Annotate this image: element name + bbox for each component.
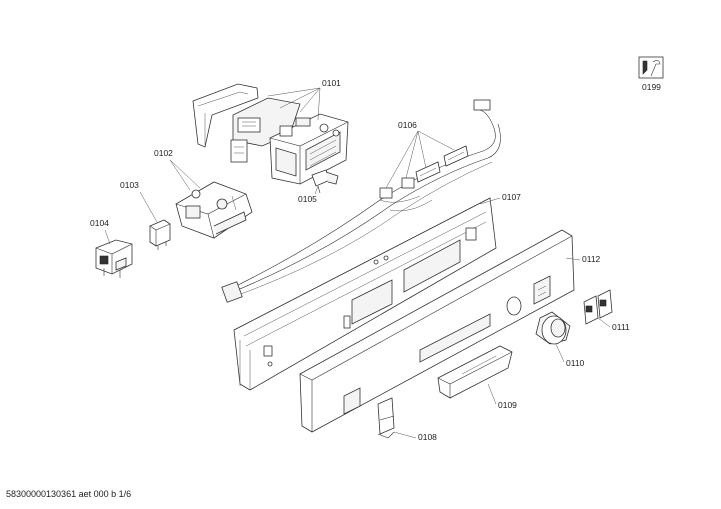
leader-0112 xyxy=(565,257,581,261)
label-0110: 0110 xyxy=(566,358,585,368)
part-0104-switch xyxy=(95,239,133,278)
label-0101: 0101 xyxy=(322,78,341,88)
part-0107-panel-frame xyxy=(233,197,497,391)
label-0106: 0106 xyxy=(398,120,417,130)
part-0110-rotary-knob xyxy=(535,311,571,345)
part-0101-control-module xyxy=(192,83,349,185)
label-0109: 0109 xyxy=(498,400,517,410)
leader-0110 xyxy=(555,343,565,363)
label-0102: 0102 xyxy=(154,148,173,158)
leader-0107 xyxy=(479,197,501,205)
label-0104: 0104 xyxy=(90,218,109,228)
leader-0109 xyxy=(487,383,497,405)
part-0108-latch xyxy=(377,397,395,439)
part-0102-power-module xyxy=(175,181,253,239)
label-0199: 0199 xyxy=(642,82,661,92)
label-0111: 0111 xyxy=(612,322,630,332)
leader-0102 xyxy=(169,159,201,191)
leader-0101 xyxy=(267,87,321,121)
leader-0104 xyxy=(104,229,111,245)
document-footer: 58300000130361 aet 000 b 1/6 xyxy=(6,489,132,499)
leader-0108 xyxy=(393,431,417,439)
wrench-manual-icon xyxy=(638,56,664,79)
part-0103-filter xyxy=(149,219,171,250)
label-0105: 0105 xyxy=(298,194,317,204)
part-0105-plug xyxy=(311,169,339,194)
part-0111-switches xyxy=(583,289,613,325)
leader-0105 xyxy=(314,185,319,195)
part-0112-fascia xyxy=(299,229,575,433)
part-0109-button-strip xyxy=(437,345,513,399)
part-0106-wiring-harness xyxy=(221,99,501,303)
label-0108: 0108 xyxy=(418,432,437,442)
label-0112: 0112 xyxy=(582,254,601,264)
leader-0106 xyxy=(385,130,455,189)
leader-0103 xyxy=(139,191,158,223)
label-0103: 0103 xyxy=(120,180,139,190)
leader-0111 xyxy=(597,317,611,328)
label-0107: 0107 xyxy=(502,192,521,202)
